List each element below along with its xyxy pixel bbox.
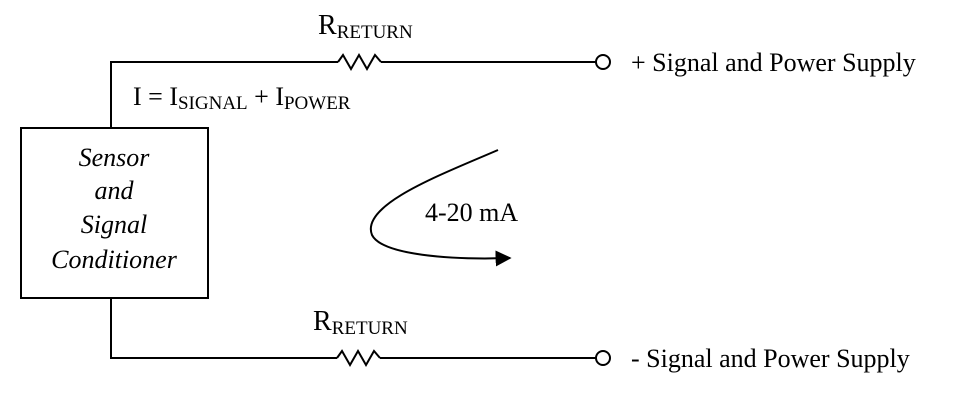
sensor-block [20,127,209,299]
block-line-4: Conditioner [51,245,178,274]
bottom-return-resistor [336,348,381,368]
loop-current-arrow [369,149,512,267]
bottom-resistor-label: RRETURN [313,306,408,339]
top-terminal-label: + Signal and Power Supply [631,48,916,77]
bottom-terminal-label: - Signal and Power Supply [631,344,910,373]
top-resistor-label: RRETURN [318,10,413,43]
loop-current-label: 4-20 mA [425,198,518,227]
top-return-resistor [337,52,382,72]
bottom-terminal-circle [595,350,611,366]
top-terminal-circle [595,54,611,70]
block-line-2: and [95,176,135,205]
top-loop-wire [110,52,596,128]
block-line-3: Signal [81,210,147,239]
current-equation: I = ISIGNAL + IPOWER [133,82,351,114]
block-line-1: Sensor [79,143,151,172]
bottom-loop-wire [110,298,596,368]
